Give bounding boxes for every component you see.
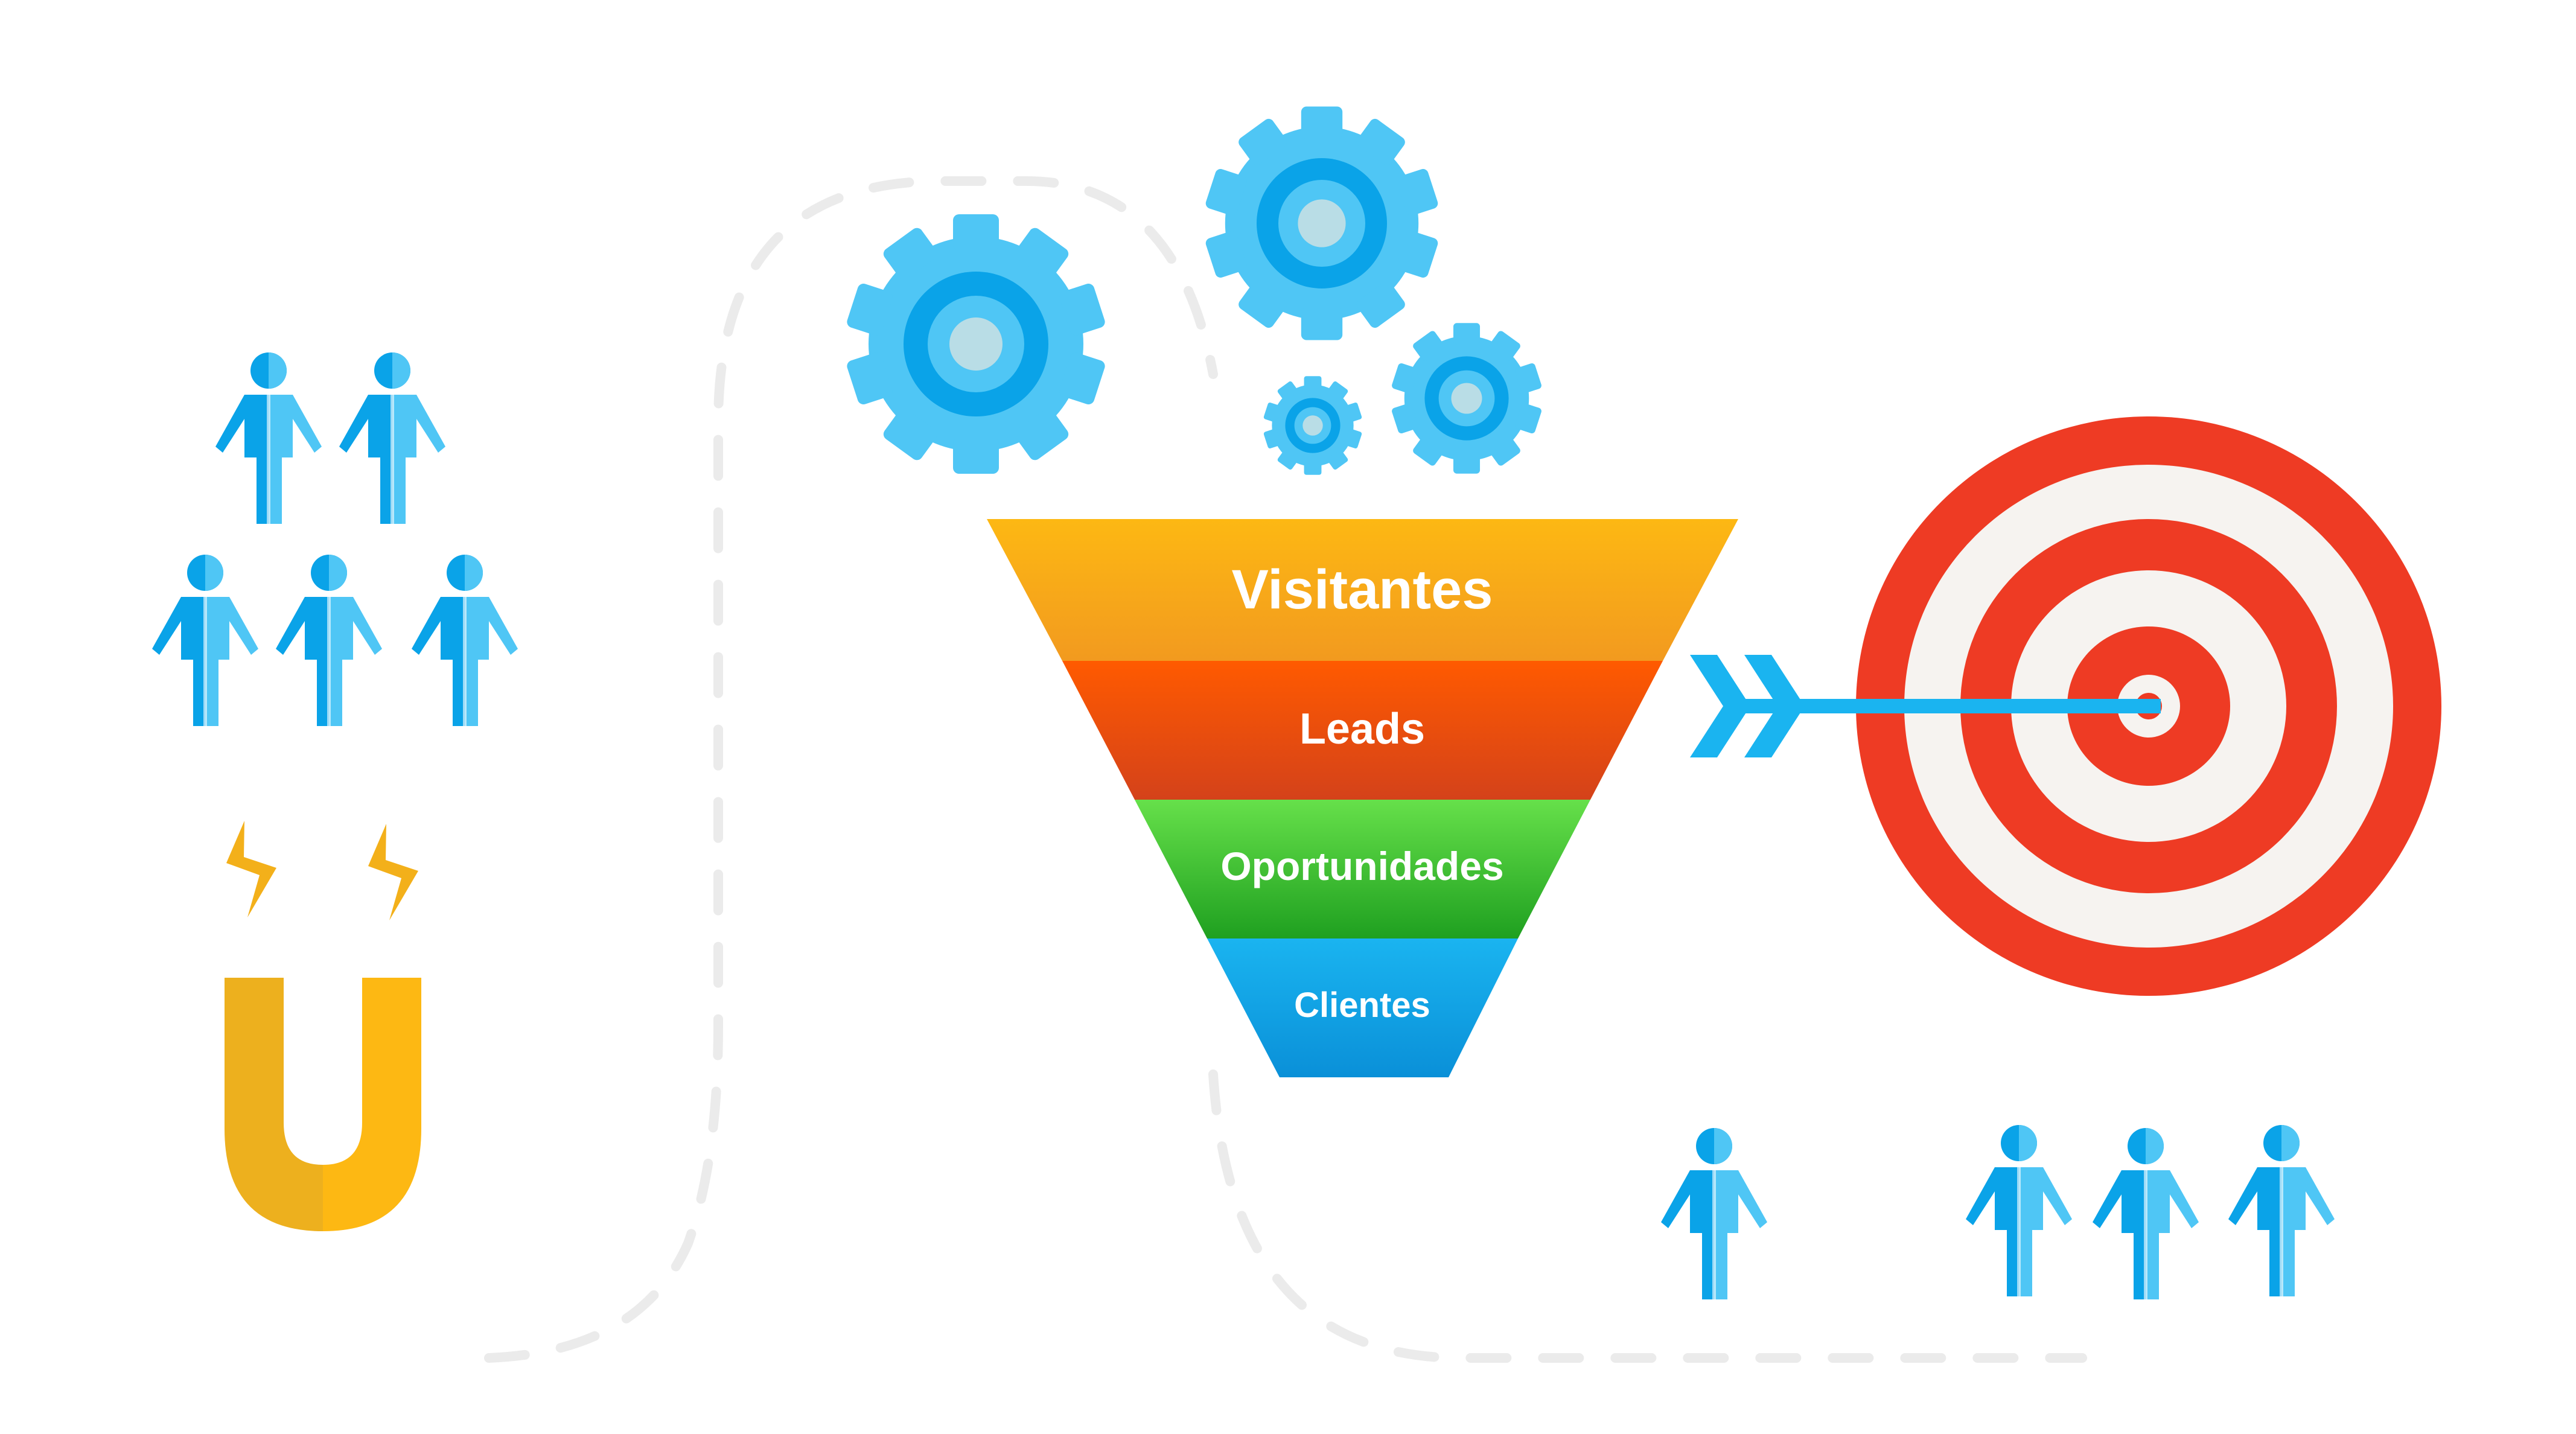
person-icon bbox=[1966, 1125, 2072, 1296]
funnel-label-visitantes: Visitantes bbox=[1232, 559, 1493, 620]
right-people-group bbox=[1661, 1125, 2335, 1299]
person-icon bbox=[276, 555, 382, 726]
person-icon bbox=[2093, 1128, 2199, 1299]
funnel-stage-oportunidades bbox=[1135, 800, 1590, 938]
funnel-label-clientes: Clientes bbox=[1294, 986, 1430, 1025]
person-icon bbox=[2228, 1125, 2335, 1296]
funnel-stage-leads bbox=[1062, 661, 1663, 800]
gears-group bbox=[845, 106, 1543, 475]
person-icon bbox=[412, 555, 518, 726]
person-icon bbox=[152, 555, 258, 726]
gear-icon bbox=[1263, 376, 1363, 475]
person-icon bbox=[339, 352, 445, 524]
gear-icon bbox=[845, 214, 1107, 474]
left-people-group bbox=[152, 352, 518, 726]
funnel: Visitantes Leads Oportunidades Clientes bbox=[987, 519, 1738, 1077]
spark-icon bbox=[226, 821, 418, 920]
person-icon bbox=[1661, 1128, 1767, 1299]
gear-icon bbox=[1204, 106, 1439, 340]
funnel-label-leads: Leads bbox=[1299, 705, 1425, 753]
funnel-label-oportunidades: Oportunidades bbox=[1220, 844, 1503, 888]
arrow-icon bbox=[1690, 655, 2161, 757]
person-icon bbox=[215, 352, 322, 524]
dashed-path bbox=[484, 176, 2087, 1363]
funnel-stage-visitantes bbox=[987, 519, 1738, 661]
magnet-icon bbox=[225, 978, 421, 1231]
gear-icon bbox=[1391, 323, 1543, 474]
funnel-stage-clientes bbox=[1207, 938, 1518, 1077]
